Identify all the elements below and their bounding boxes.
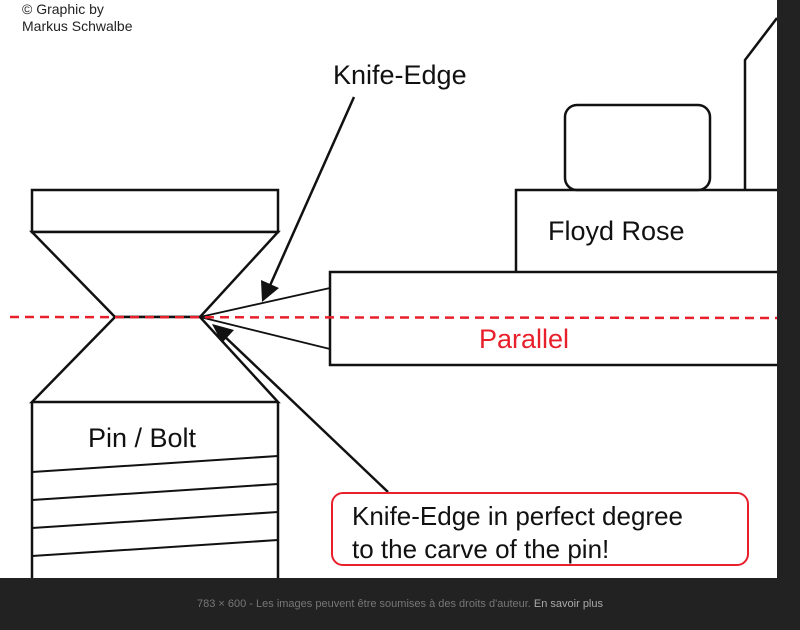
knife-edge-arrowhead: [261, 280, 279, 302]
pin-body: [30, 402, 280, 578]
callout-arrow: [221, 333, 389, 493]
callout-line-1: Knife-Edge in perfect degree: [352, 501, 683, 531]
copyright-notice: Les images peuvent être soumises à des d…: [256, 598, 531, 610]
image-dimensions: 783 × 600: [197, 598, 247, 610]
parallel-label: Parallel: [479, 324, 570, 354]
floyd-rose-body: [514, 188, 777, 272]
credit-line-1: © Graphic by: [22, 1, 104, 17]
callout-box: Knife-Edge in perfect degree to the carv…: [331, 492, 749, 566]
image-info-footer: 783 × 600 - Les images peuvent être soum…: [0, 578, 800, 611]
floyd-rose-profile-line: [743, 17, 777, 190]
floyd-rose-knife-edge-diagram: [9, 17, 777, 578]
callout-line-2: to the carve of the pin!: [352, 534, 610, 564]
floyd-rose-label: Floyd Rose: [548, 216, 685, 246]
credit-text: © Graphic by Markus Schwalbe: [22, 1, 133, 35]
footer-separator: -: [246, 598, 257, 610]
learn-more-link[interactable]: En savoir plus: [533, 598, 603, 610]
floyd-rose-saddle-block: [563, 103, 712, 192]
knife-edge-label: Knife-Edge: [333, 60, 467, 90]
parallel-dashed-line: [9, 315, 777, 320]
image-viewer-canvas: © Graphic by Markus Schwalbe Knife-Edge …: [0, 0, 777, 578]
pin-top-block: [30, 188, 280, 234]
pin-threads: [31, 455, 279, 557]
knife-edge-wedge: [199, 287, 331, 350]
pin-upper-taper: [29, 230, 281, 319]
credit-line-2: Markus Schwalbe: [22, 18, 133, 34]
callout-arrowhead: [212, 324, 234, 343]
pin-bolt-label: Pin / Bolt: [88, 423, 197, 453]
knife-edge-arrow: [266, 96, 356, 291]
pin-lower-taper: [29, 315, 281, 404]
